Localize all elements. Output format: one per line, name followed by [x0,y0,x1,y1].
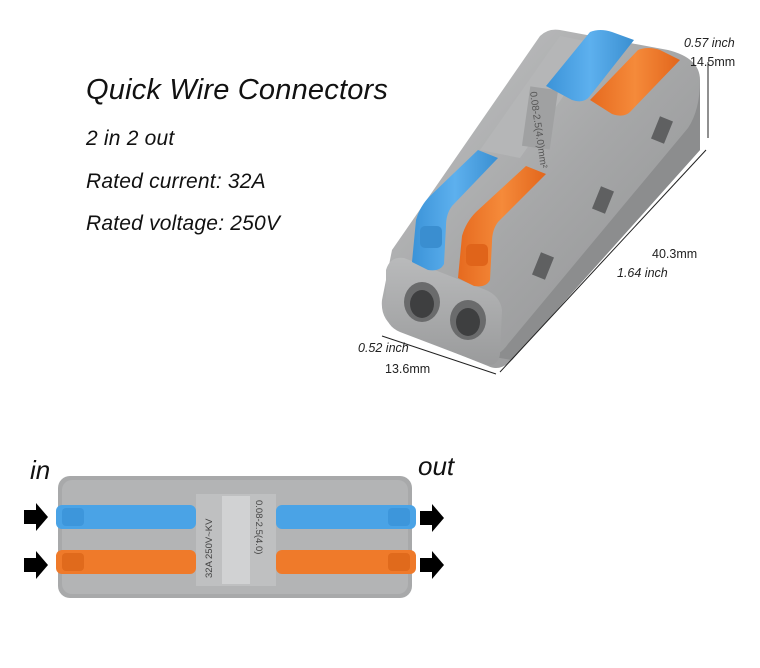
dim-line-width [381,335,497,375]
arrow-in-bottom-icon [24,551,48,579]
body-mark-front-b: 0.08-2.5(4.0) [253,500,264,554]
dim-length-inch: 1.64 inch [617,266,668,280]
lever-orange-right [276,550,416,574]
arrow-out-bottom-icon [420,551,444,579]
dim-length-mm: 40.3mm [652,247,698,261]
out-label: out [418,451,455,481]
arrow-out-top-icon [420,504,444,532]
config-text: 2 in 2 out [86,127,175,150]
rated-current-text: Rated current: 32A [86,170,266,193]
lever-blue-left [56,505,196,529]
lever-blue-back [546,30,634,102]
wire-hole-1-inner [410,290,434,318]
dim-line-length [499,149,707,373]
body-mark-front-a: 32A 250V~KV [204,518,215,578]
lever-orange-left [56,550,196,574]
in-label: in [30,455,51,485]
rated-voltage-text: Rated voltage: 250V [86,212,281,235]
arrow-in-top-icon [24,503,48,531]
wire-hole-2-inner [456,308,480,336]
lever-blue-right [276,505,416,529]
dim-width-inch: 0.52 inch [358,341,409,355]
dim-height-inch: 0.57 inch [684,36,735,50]
product-title: Quick Wire Connectors [86,74,389,106]
lever-orange-back [590,48,680,116]
dim-width-mm: 13.6mm [385,362,431,376]
dim-height-mm: 14.5mm [690,55,736,69]
